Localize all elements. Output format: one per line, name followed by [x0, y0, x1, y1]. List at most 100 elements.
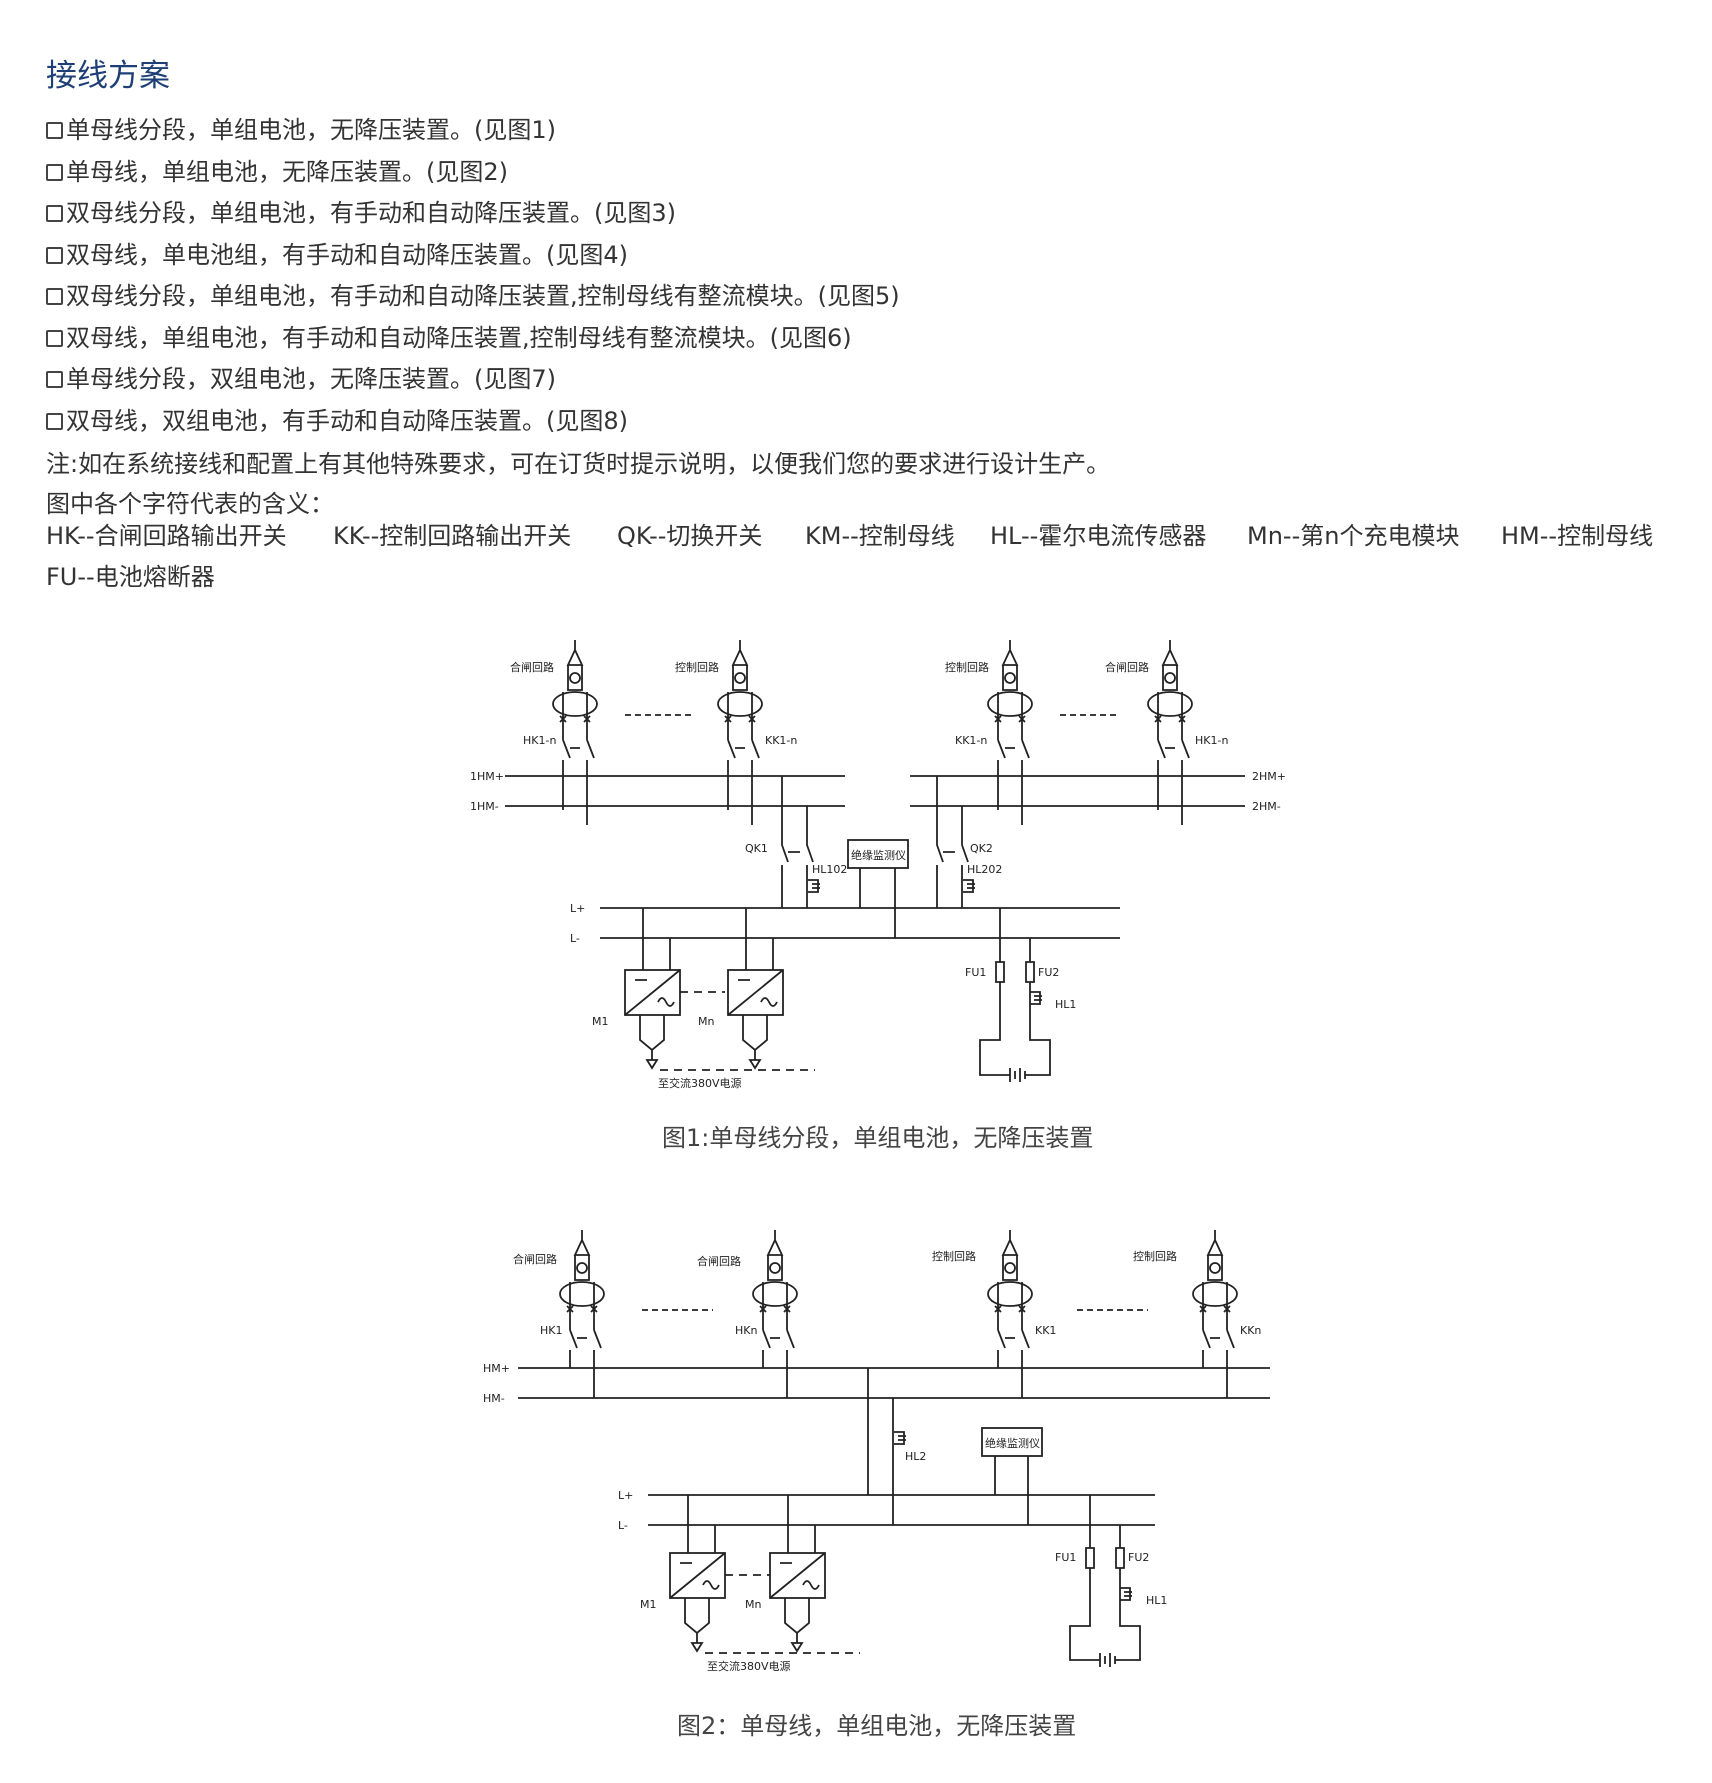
fu1-label: FU1 — [965, 966, 986, 979]
switch-label: HK1-n — [1195, 734, 1228, 747]
feeder-label: 控制回路 — [1133, 1249, 1177, 1263]
bus-label: 2HM- — [1252, 800, 1281, 813]
hl2-branch — [867, 1368, 906, 1525]
switch-label: KK1-n — [955, 734, 987, 747]
legend-item-km: KM--控制母线 — [805, 522, 955, 550]
switch-label: HKn — [735, 1324, 757, 1337]
legend-item-qk: QK--切换开关 — [617, 522, 763, 550]
hm-bus — [505, 775, 1245, 807]
option-item: 单母线，单组电池，无降压装置。(见图2) — [46, 152, 900, 194]
monitor-leads — [859, 868, 896, 938]
l-bus — [600, 907, 1120, 939]
battery-branch — [1069, 1495, 1141, 1667]
figure-1: 合闸回路 控制回路 控制回路 合闸回路 HK1-n KK1-n KK1-n HK… — [470, 640, 1330, 1090]
checkbox-icon — [46, 412, 63, 430]
order-note: 注:如在系统接线和配置上有其他特殊要求，可在订货时提示说明，以便我们您的要求进行… — [46, 450, 1111, 478]
module-label: M1 — [640, 1598, 657, 1611]
module-label: M1 — [592, 1015, 609, 1028]
bus-label: 2HM+ — [1252, 770, 1286, 783]
option-item: 单母线分段，单组电池，无降压装置。(见图1) — [46, 110, 900, 152]
checkbox-icon — [46, 122, 63, 140]
rectifier-module — [727, 908, 784, 1070]
fu1-label: FU1 — [1055, 1551, 1076, 1564]
bus-label: HM+ — [483, 1362, 510, 1375]
checkbox-icon — [46, 329, 63, 347]
module-dashes — [705, 1574, 860, 1654]
module-dashes — [660, 991, 815, 1071]
rectifier-module — [669, 1495, 726, 1653]
feeder-label: 合闸回路 — [697, 1254, 741, 1268]
switch-label: KK1-n — [765, 734, 797, 747]
page-title: 接线方案 — [46, 58, 170, 94]
option-item: 双母线，单组电池，有手动和自动降压装置,控制母线有整流模块。(见图6) — [46, 318, 900, 360]
insulation-monitor-label: 绝缘监测仪 — [985, 1436, 1040, 1450]
legend-item-mn: Mn--第n个充电模块 — [1247, 522, 1460, 550]
figure-2: 合闸回路 合闸回路 控制回路 控制回路 HK1 HKn KK1 KKn HM+ … — [470, 1230, 1330, 1680]
checkbox-icon — [46, 371, 63, 389]
insulation-monitor-box — [981, 1427, 1043, 1457]
figure-1-caption: 图1:单母线分段，单组电池，无降压装置 — [662, 1124, 1094, 1152]
bus-label: 1HM- — [470, 800, 499, 813]
hl2-label: HL2 — [905, 1450, 926, 1463]
qk1-switch — [781, 776, 820, 908]
figure-2-caption: 图2：单母线，单组电池，无降压装置 — [677, 1712, 1077, 1740]
figure-1-diagram: 合闸回路 控制回路 控制回路 合闸回路 HK1-n KK1-n KK1-n HK… — [470, 640, 1286, 1090]
legend-item-kk: KK--控制回路输出开关 — [333, 522, 572, 550]
l-bus — [648, 1494, 1155, 1526]
feeder-unit — [552, 640, 598, 825]
hm-bus — [518, 1367, 1270, 1399]
bus-label: L- — [618, 1519, 628, 1532]
bus-label: HM- — [483, 1392, 505, 1405]
insulation-monitor-label: 绝缘监测仪 — [851, 848, 906, 862]
battery-branch — [979, 908, 1051, 1082]
ac-source-label: 至交流380V电源 — [707, 1659, 791, 1673]
qk2-label: QK2 — [970, 842, 993, 855]
feeder-label: 合闸回路 — [510, 660, 554, 674]
figure-2-diagram: 合闸回路 合闸回路 控制回路 控制回路 HK1 HKn KK1 KKn HM+ … — [483, 1230, 1270, 1673]
option-item: 双母线，单电池组，有手动和自动降压装置。(见图4) — [46, 235, 900, 277]
fu2-label: FU2 — [1128, 1551, 1149, 1564]
bus-label: 1HM+ — [470, 770, 504, 783]
qk2-switch — [936, 776, 975, 908]
monitor-leads — [994, 1456, 1029, 1525]
feeder-label: 控制回路 — [932, 1249, 976, 1263]
legend-item-fu: FU--电池熔断器 — [46, 563, 215, 591]
feeder-unit — [717, 640, 763, 825]
legend-title: 图中各个字符代表的含义： — [46, 490, 334, 518]
hl102-label: HL102 — [812, 863, 847, 876]
feeder-unit — [987, 1230, 1033, 1398]
hl1-label: HL1 — [1146, 1594, 1167, 1607]
feeder-label: 合闸回路 — [513, 1252, 557, 1266]
option-item: 双母线，双组电池，有手动和自动降压装置。(见图8) — [46, 401, 900, 443]
hl1-label: HL1 — [1055, 998, 1076, 1011]
fu2-label: FU2 — [1038, 966, 1059, 979]
module-label: Mn — [745, 1598, 761, 1611]
rectifier-module — [624, 908, 681, 1070]
switch-label: HK1 — [540, 1324, 562, 1337]
feeder-unit — [987, 640, 1033, 825]
option-item: 单母线分段，双组电池，无降压装置。(见图7) — [46, 359, 900, 401]
feeder-unit — [1147, 640, 1193, 825]
bus-label: L- — [570, 932, 580, 945]
switch-label: HK1-n — [523, 734, 556, 747]
switch-label: KK1 — [1035, 1324, 1056, 1337]
insulation-monitor-box — [847, 839, 909, 869]
module-label: Mn — [698, 1015, 714, 1028]
hl202-label: HL202 — [967, 863, 1002, 876]
option-item: 双母线分段，单组电池，有手动和自动降压装置,控制母线有整流模块。(见图5) — [46, 276, 900, 318]
checkbox-icon — [46, 246, 63, 264]
feeder-unit — [559, 1230, 605, 1398]
switch-label: KKn — [1240, 1324, 1261, 1337]
checkbox-icon — [46, 163, 63, 181]
bus-label: L+ — [618, 1489, 633, 1502]
option-item: 双母线分段，单组电池，有手动和自动降压装置。(见图3) — [46, 193, 900, 235]
wiring-options-list: 单母线分段，单组电池，无降压装置。(见图1) 单母线，单组电池，无降压装置。(见… — [46, 110, 900, 442]
feeder-label: 控制回路 — [945, 660, 989, 674]
feeder-unit — [1192, 1230, 1238, 1398]
checkbox-icon — [46, 205, 63, 223]
bus-label: L+ — [570, 902, 585, 915]
legend-item-hk: HK--合闸回路输出开关 — [46, 522, 287, 550]
legend-item-hm: HM--控制母线 — [1501, 522, 1654, 550]
feeder-label: 合闸回路 — [1105, 660, 1149, 674]
feeder-label: 控制回路 — [675, 660, 719, 674]
